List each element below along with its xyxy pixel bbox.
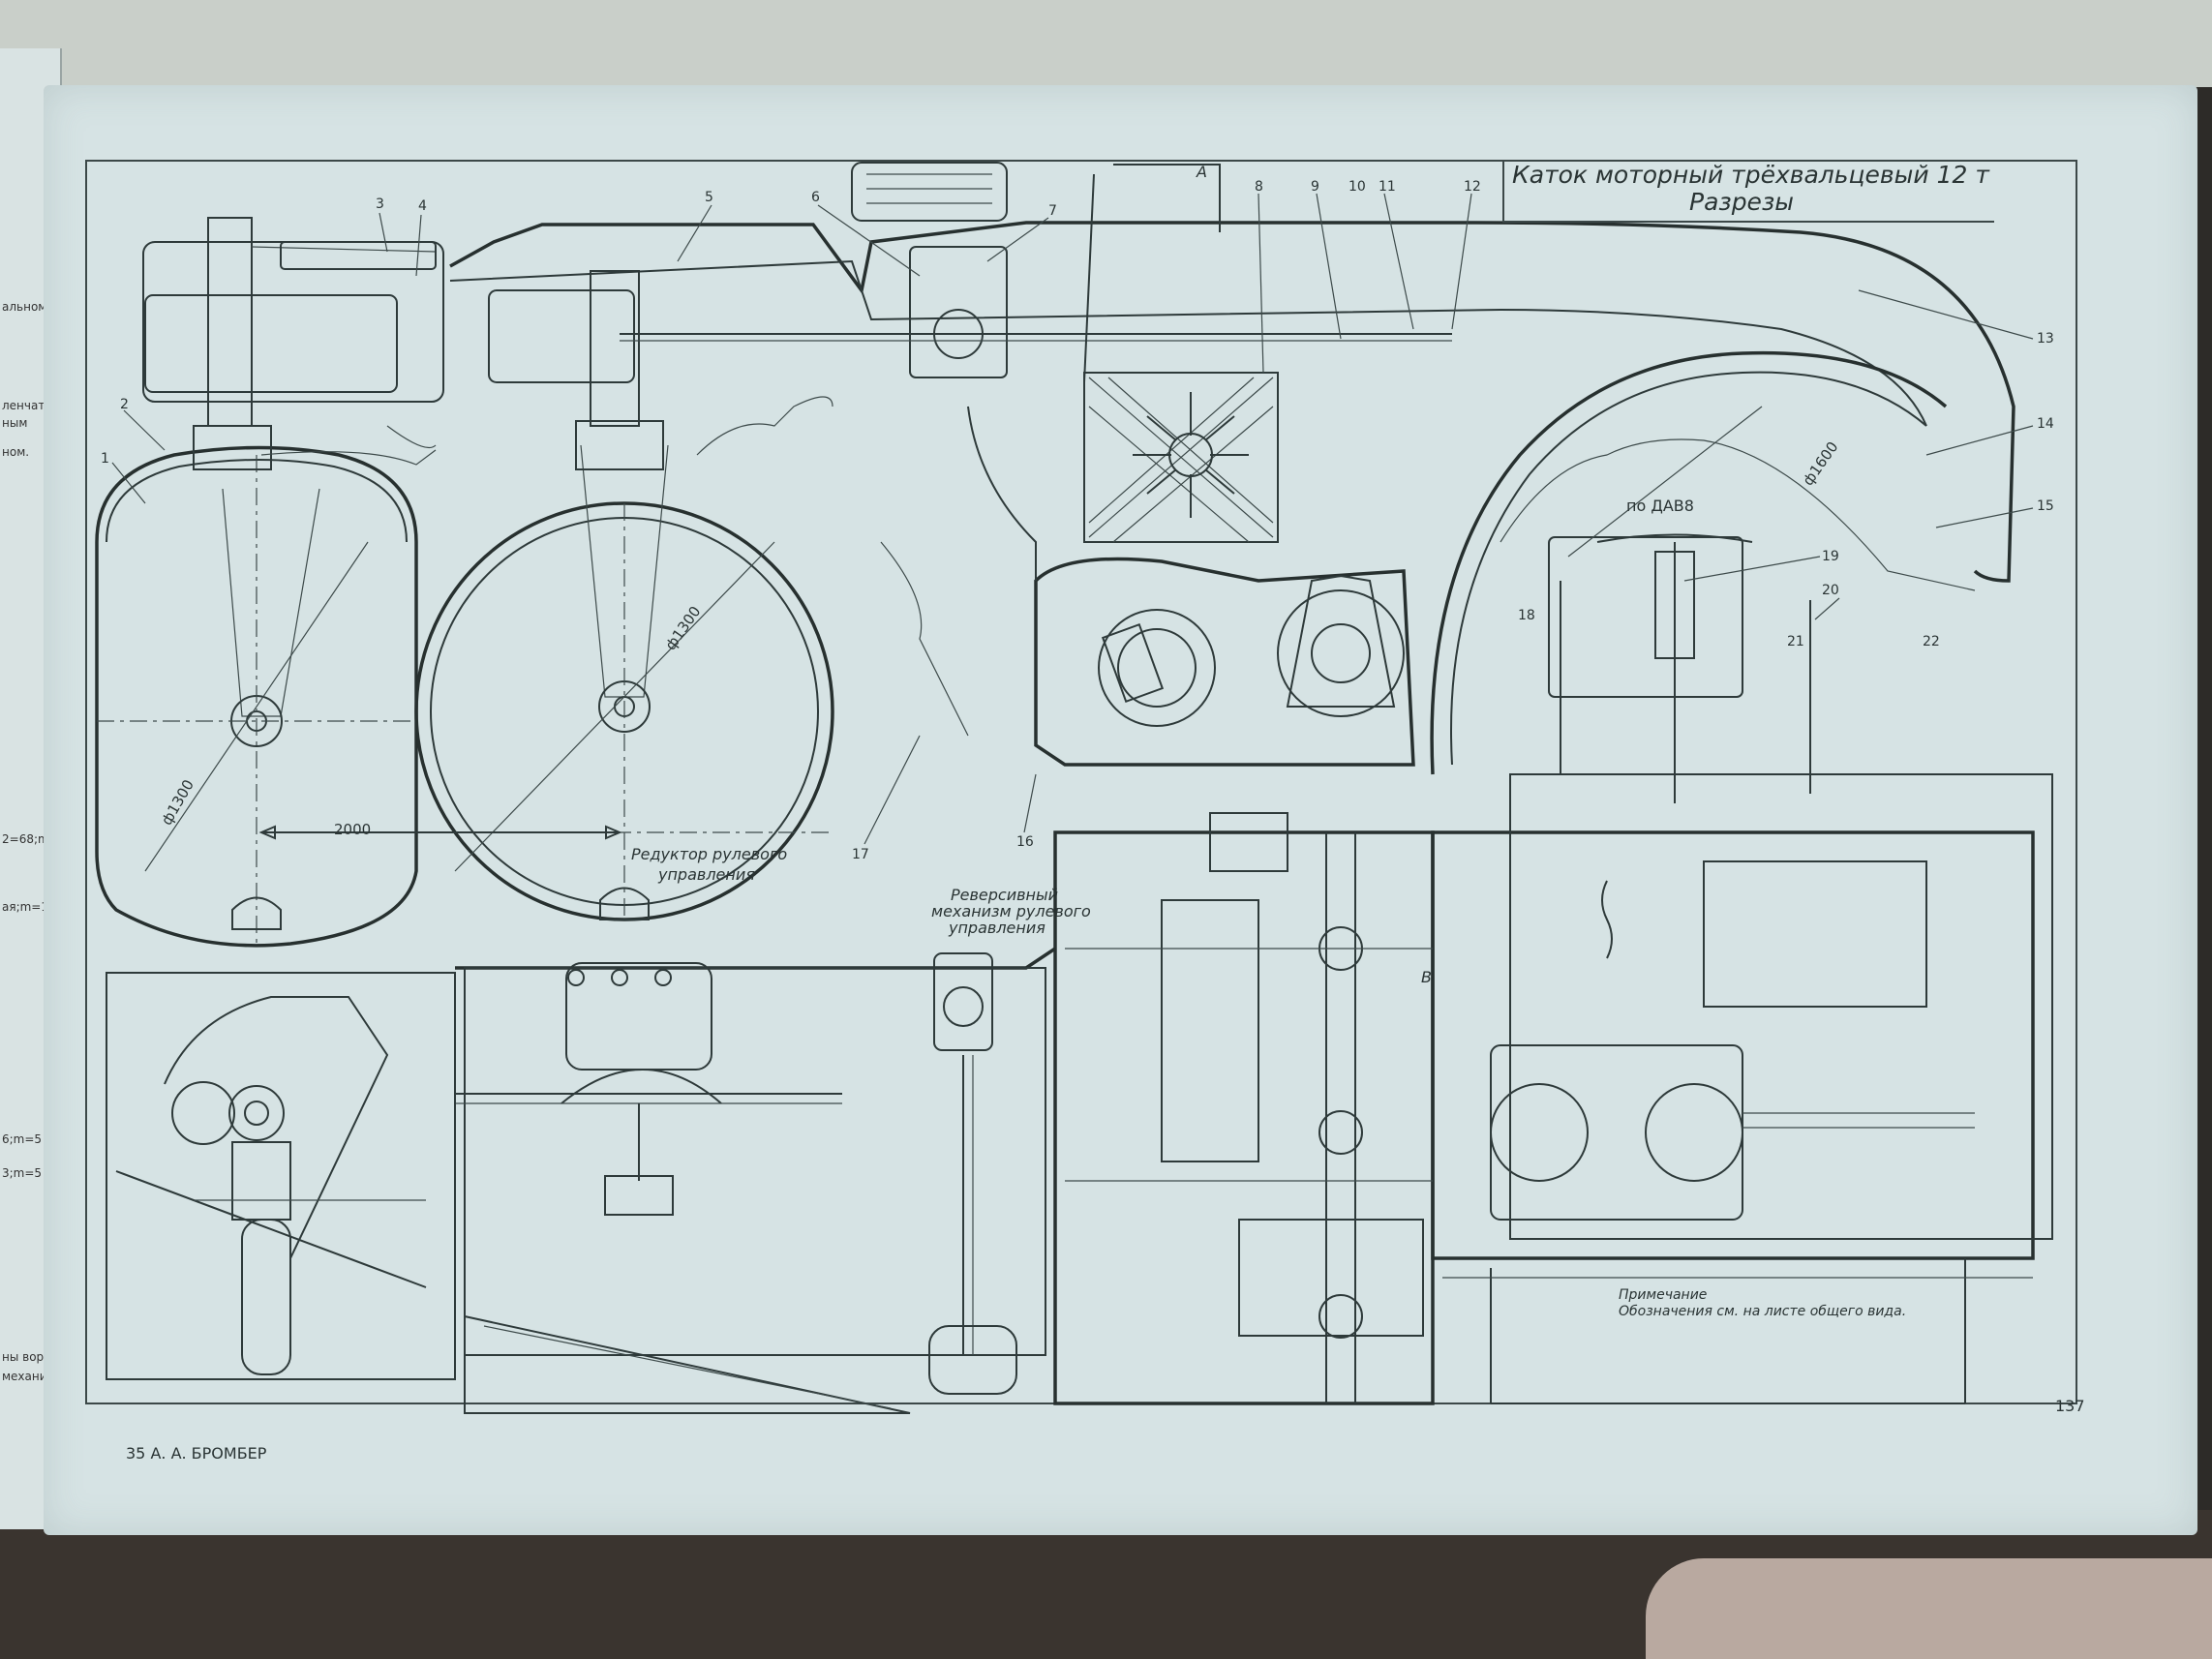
section-mark-b: B [1421, 968, 1432, 986]
callout-10: 10 [1348, 179, 1366, 195]
callout-3: 3 [376, 196, 384, 212]
drawing-subtitle: Разрезы [1689, 188, 1794, 216]
dim-wheelbase: 2000 [334, 821, 372, 838]
callout-9: 9 [1311, 179, 1319, 195]
left-page-fragment: альном [2, 300, 47, 314]
callout-18: 18 [1518, 608, 1535, 623]
machine-hood [449, 162, 2015, 583]
footer-author: 35 А. А. БРОМБЕР [126, 1444, 267, 1463]
callout-8: 8 [1255, 179, 1263, 195]
engine-fan-assembly [880, 372, 1415, 767]
left-page-fragment: 6;m=5 [2, 1132, 43, 1146]
left-page-fragment: ленчат [2, 399, 45, 412]
callout-19: 19 [1822, 549, 1839, 564]
middle-steering-column [488, 270, 833, 470]
lower-center-transmission [1053, 812, 1435, 1405]
left-steering-column [142, 217, 444, 470]
left-page-fragment: ном. [2, 445, 30, 459]
table-surface-top [0, 0, 2212, 87]
callout-14: 14 [2037, 416, 2054, 432]
label-engine-reference: по ДАВ8 [1626, 497, 1694, 515]
callout-15: 15 [2037, 498, 2054, 514]
front-roller-view [1430, 350, 1976, 803]
drawing-title: Каток моторный трёхвальцевый 12 т [1512, 161, 1989, 189]
label-reverse-mechanism-3: управления [949, 919, 1045, 937]
callout-13: 13 [2037, 331, 2054, 347]
rear-roller-right-view [258, 444, 834, 921]
callout-21: 21 [1787, 634, 1804, 649]
callout-7: 7 [1048, 203, 1057, 219]
tablecloth [1646, 1558, 2212, 1659]
callout-6: 6 [811, 190, 820, 205]
label-steering-reducer-2: управления [658, 865, 755, 884]
callout-20: 20 [1822, 583, 1839, 598]
left-page-fragment: ая;m=10 [2, 900, 56, 914]
note-title: Примечание [1619, 1287, 1708, 1303]
left-page-fragment: 3;m=5 [2, 1166, 43, 1180]
callout-5: 5 [705, 190, 713, 205]
callout-22: 22 [1923, 634, 1940, 649]
callout-16: 16 [1016, 834, 1034, 850]
label-steering-reducer: Редуктор рулевого [631, 845, 788, 863]
lower-middle-reverse-mechanism [455, 947, 1056, 1414]
callout-1: 1 [101, 451, 109, 467]
callout-leaders [111, 193, 2034, 845]
title-block [1502, 161, 1994, 223]
callout-4: 4 [418, 198, 427, 214]
section-mark-a: A [1197, 163, 1207, 181]
left-page-fragment: ным [2, 416, 28, 430]
callout-11: 11 [1379, 179, 1396, 195]
lower-left-detail [106, 972, 456, 1380]
callout-17: 17 [852, 847, 869, 862]
page-number: 137 [2055, 1397, 2085, 1415]
drawing-sheet [44, 85, 2197, 1535]
note-text: Обозначения см. на листе общего вида. [1619, 1304, 1907, 1319]
callout-12: 12 [1464, 179, 1481, 195]
rear-roller-left-view [95, 445, 418, 948]
callout-2: 2 [120, 397, 129, 412]
label-reverse-mechanism-2: механизм рулевого [931, 902, 1091, 920]
label-reverse-mechanism: Реверсивный [951, 886, 1059, 904]
